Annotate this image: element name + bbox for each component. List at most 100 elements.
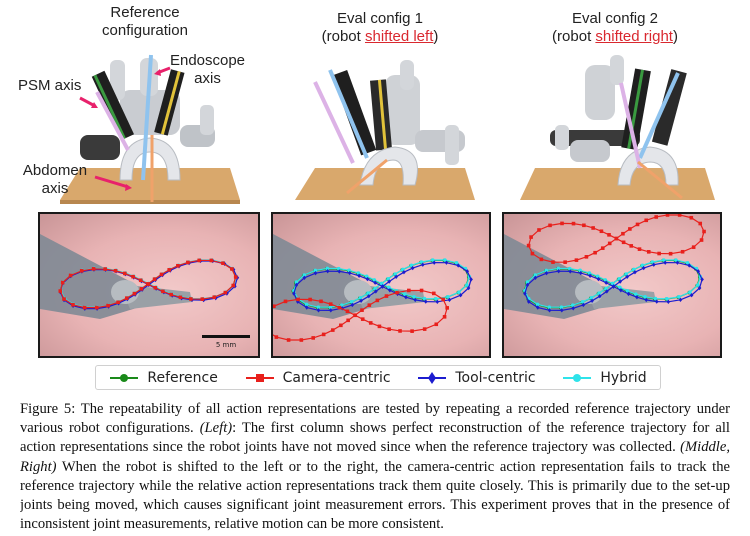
trajectory-point-camera_centric (432, 291, 436, 296)
legend: Reference Camera-centric Tool-centric Hy… (95, 365, 661, 390)
trajectory-point-camera_centric (646, 250, 651, 254)
trajectory-point-tool_centric (604, 280, 608, 285)
trajectory-point-camera_centric (328, 302, 333, 306)
trajectory-point-hybrid (661, 258, 666, 262)
figure-caption: Figure 5: The repeatability of all actio… (20, 400, 730, 536)
trajectory-point-hybrid (533, 273, 538, 277)
legend-item-reference: Reference (109, 370, 218, 386)
scale-bar-label: 5 mm (215, 341, 237, 349)
annotation-psm-axis: PSM axis (18, 77, 82, 94)
trajectory-point-camera_centric (665, 214, 670, 217)
trajectory-panel-eval-1 (271, 212, 491, 358)
trajectory-point-camera_centric (563, 260, 567, 264)
trajectory-point-tool_centric (578, 270, 583, 276)
trajectory-point-camera_centric (637, 247, 642, 251)
trajectory-point-tool_centric (413, 297, 418, 303)
trajectory-point-hybrid (578, 268, 582, 273)
trajectory-point-camera_centric (82, 305, 87, 310)
title-highlight: shifted left (364, 28, 434, 45)
trajectory-point-hybrid (419, 260, 424, 264)
trajectory-point-camera_centric (407, 288, 411, 293)
trajectory-point-camera_centric (337, 305, 342, 310)
trajectory-point-camera_centric (91, 267, 96, 271)
trajectory-panel-eval-2 (502, 212, 722, 358)
trajectory-point-camera_centric (153, 285, 158, 290)
trajectory-point-camera_centric (635, 222, 640, 227)
trajectory-point-tool_centric (444, 260, 449, 265)
trajectory-point-camera_centric (691, 245, 696, 249)
trajectory-point-hybrid (446, 294, 450, 299)
trajectory-point-tool_centric (365, 276, 370, 282)
trajectory-point-camera_centric (212, 295, 217, 299)
trajectory-point-camera_centric (71, 303, 75, 307)
trajectory-point-hybrid (685, 260, 690, 265)
trajectory-point-hybrid (653, 296, 658, 301)
trajectory-point-hybrid (633, 292, 638, 296)
wooden-table (295, 168, 475, 200)
endoscope-axis-line (141, 54, 153, 181)
trajectory-point-tool_centric (523, 291, 527, 296)
trajectory-point-hybrid (570, 303, 575, 307)
legend-marker-circle-icon (110, 373, 139, 382)
trajectory-point-hybrid (366, 291, 370, 296)
trajectory-point-camera_centric (591, 226, 595, 230)
trajectory-point-camera_centric (395, 290, 399, 295)
trajectory-point-tool_centric (465, 269, 470, 274)
abdomen-phantom (119, 137, 181, 181)
legend-item-hybrid: Hybrid (562, 370, 647, 386)
trajectory-point-tool_centric (687, 263, 692, 268)
trajectory-point-camera_centric (62, 297, 66, 301)
legend-marker-circle-icon (563, 373, 592, 382)
trajectory-point-hybrid (325, 266, 330, 271)
trajectory-point-camera_centric (384, 294, 389, 298)
caption-emphasis: (Left) (199, 420, 233, 437)
trajectory-point-camera_centric (442, 315, 447, 319)
trajectory-point-hybrid (457, 290, 461, 295)
trajectory-point-tool_centric (697, 285, 702, 291)
trajectory-point-tool_centric (598, 293, 602, 299)
trajectory-point-hybrid (356, 271, 361, 275)
trajectory-point-tool_centric (700, 277, 704, 282)
caption-text: When the robot is shifted to the left or… (20, 458, 730, 533)
trajectory-point-camera_centric (138, 278, 143, 283)
trajectory-point-camera_centric (221, 261, 225, 265)
trajectory-point-tool_centric (380, 284, 385, 289)
legend-item-tool-centric: Tool-centric (417, 370, 536, 386)
trajectory-point-camera_centric (132, 291, 137, 296)
trajectory-point-camera_centric (422, 327, 427, 331)
trajectory-point-hybrid (674, 258, 678, 262)
trajectory-point-camera_centric (95, 305, 99, 310)
trajectory-point-camera_centric (434, 322, 439, 327)
trajectory-point-camera_centric (60, 280, 65, 285)
annotation-line: Endoscope (169, 52, 246, 69)
title-highlight: shifted right (595, 28, 673, 45)
trajectory-point-tool_centric (644, 297, 649, 303)
caption-text: : The first column shows perfect reconst… (20, 420, 730, 456)
trajectory-point-hybrid (650, 260, 655, 264)
trajectory-point-camera_centric (614, 236, 619, 241)
trajectory-point-camera_centric (360, 308, 364, 312)
annotation-line: axis (194, 70, 221, 87)
trajectory-point-hybrid (294, 280, 299, 284)
annotation-line: axis (41, 180, 69, 197)
trajectory-point-camera_centric (331, 328, 335, 332)
trajectory-point-tool_centric (525, 282, 530, 288)
trajectory-point-camera_centric (200, 297, 205, 301)
trajectory-point-camera_centric (197, 258, 201, 263)
robot-photo-eval-2 (520, 55, 715, 200)
column-title-eval-2: Eval config 2 (robot shifted right) (530, 10, 700, 46)
trajectory-point-camera_centric (124, 296, 129, 300)
trajectory-point-camera_centric (319, 299, 323, 304)
trajectory-point-camera_centric (353, 313, 357, 318)
trajectory-point-camera_centric (699, 238, 704, 242)
trajectory-point-camera_centric (274, 335, 279, 339)
trajectory-point-camera_centric (582, 223, 586, 228)
trajectory-point-tool_centric (666, 299, 671, 304)
trajectory-point-camera_centric (360, 317, 365, 321)
column-title-reference: Reference configuration (75, 4, 215, 40)
psm-axis-line (619, 82, 642, 169)
trajectory-point-camera_centric (657, 251, 661, 256)
trajectory-point-tool_centric (328, 308, 333, 313)
endoscope-axis-line (638, 72, 680, 159)
trajectory-point-tool_centric (447, 297, 452, 303)
